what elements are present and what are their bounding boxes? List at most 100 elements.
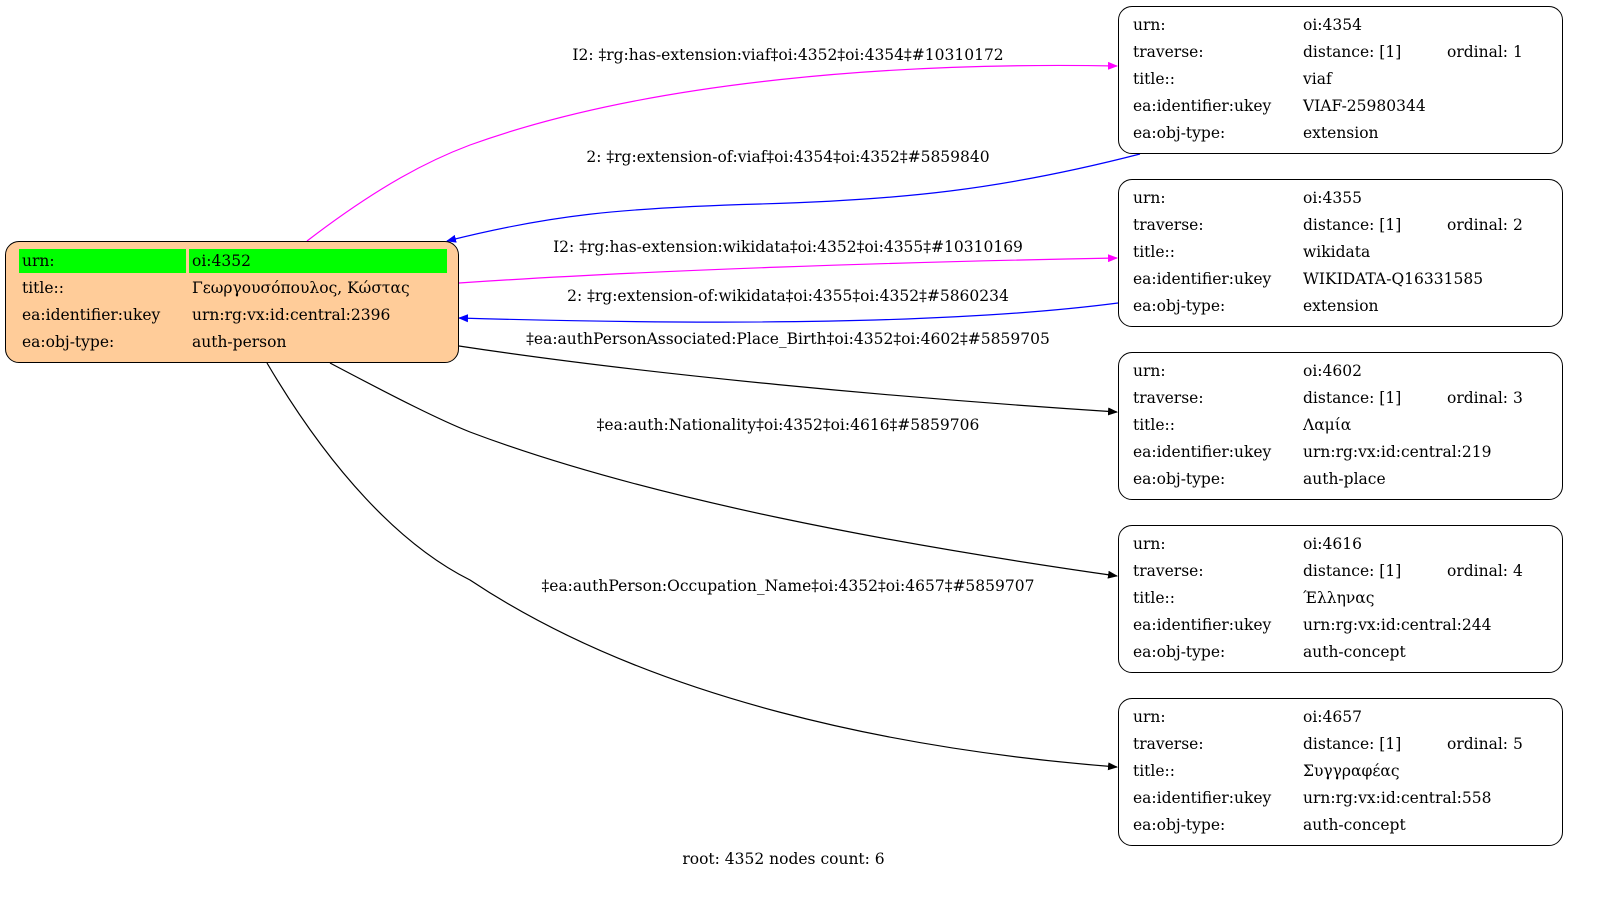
field-value: auth-place [1303,470,1386,488]
field-label: ea:obj-type: [1133,643,1226,661]
field-value: oi:4355 [1303,189,1362,207]
node-row-urn: urn:oi:4616 [1119,531,1562,558]
node-oi-4657[interactable]: urn: oi:4657 traverse: distance: [1] ordinal… [1118,698,1563,846]
field-value: auth-person [192,333,287,351]
node-oi-4354[interactable]: urn: oi:4354 traverse: distance: [1] ordinal… [1118,6,1563,154]
node-row-title: title::Συγγραφέας [1119,758,1562,785]
field-value: extension [1303,124,1379,142]
edge-label: ‡ea:authPersonAssociated:Place_Birth‡oi:… [526,330,1050,348]
field-label: urn: [1133,708,1166,726]
field-value: urn:rg:vx:id:central:2396 [192,306,391,324]
field-label: ea:identifier:ukey [1133,789,1272,807]
field-value: distance: [1] [1303,43,1402,61]
field-label: title:: [1133,70,1175,88]
node-row-urn: urn: oi:4602 [1119,358,1562,385]
field-value: urn:rg:vx:id:central:219 [1303,443,1492,461]
field-label: traverse: [1133,562,1204,580]
edge-label: 2: ‡rg:extension-of:viaf‡oi:4354‡oi:4352… [586,148,989,166]
field-label: traverse: [1133,216,1204,234]
field-label: title:: [22,279,64,297]
field-value: oi:4352 [189,249,447,273]
field-label: urn: [19,249,186,273]
node-row-title: title::wikidata [1119,239,1562,266]
field-value: distance: [1] [1303,562,1402,580]
root-row-type: ea:obj-type: auth-person [6,329,458,356]
node-row-urn: urn: oi:4354 [1119,12,1562,39]
field-value: oi:4354 [1303,16,1362,34]
field-value: Έλληνας [1303,589,1375,607]
edge-has-extension-viaf [306,61,1118,242]
node-row-type: ea:obj-type: auth-place [1119,466,1562,493]
node-row-type: ea:obj-type:extension [1119,293,1562,320]
node-oi-4616[interactable]: urn:oi:4616 traverse: distance: [1] ordinal… [1118,525,1563,673]
field-label: ea:identifier:ukey [1133,97,1272,115]
field-label: ea:identifier:ukey [1133,616,1272,634]
node-row-type: ea:obj-type:auth-concept [1119,812,1562,839]
node-row-ukey: ea:identifier:ukey urn:rg:vx:id:central:2… [1119,439,1562,466]
field-label: urn: [1133,189,1166,207]
node-row-type: ea:obj-type:extension [1119,120,1562,147]
node-oi-4355[interactable]: urn: oi:4355 traverse: distance: [1] ordinal… [1118,179,1563,327]
field-label: ea:identifier:ukey [1133,270,1272,288]
node-row-type: ea:obj-type: auth-concept [1119,639,1562,666]
field-label: ea:obj-type: [1133,297,1226,315]
field-label: title:: [1133,589,1175,607]
root-row-urn: urn:oi:4352 [6,248,458,275]
edge-label: 2: ‡rg:extension-of:wikidata‡oi:4355‡oi:… [567,287,1009,305]
field-label: title:: [1133,416,1175,434]
root-row-ukey: ea:identifier:ukey urn:rg:vx:id:central:2… [6,302,458,329]
node-row-title: title::viaf [1119,66,1562,93]
node-row-urn: urn: oi:4355 [1119,185,1562,212]
field-label: traverse: [1133,43,1204,61]
node-row-ukey: ea:identifier:ukey VIAF-25980344 [1119,93,1562,120]
node-oi-4602[interactable]: urn: oi:4602 traverse:distance: [1]ordinal… [1118,352,1563,500]
field-label: ea:obj-type: [1133,470,1226,488]
field-value: viaf [1303,70,1332,88]
edge-label: I2: ‡rg:has-extension:viaf‡oi:4352‡oi:43… [572,46,1003,64]
field-value: oi:4602 [1303,362,1362,380]
field-value: Λαμία [1303,416,1352,434]
node-row-title: title::Έλληνας [1119,585,1562,612]
field-label: urn: [1133,16,1166,34]
ordinal-value: ordinal: 1 [1447,43,1523,61]
field-value: VIAF-25980344 [1303,97,1426,115]
node-row-traverse: traverse:distance: [1]ordinal: 3 [1119,385,1562,412]
root-node[interactable]: urn:oi:4352 title::Γεωργουσόπουλος, Κώστ… [5,241,459,363]
field-label: urn: [1133,362,1166,380]
field-value: Συγγραφέας [1303,762,1400,780]
root-row-title: title::Γεωργουσόπουλος, Κώστας [6,275,458,302]
edge-label: ‡ea:auth:Nationality‡oi:4352‡oi:4616‡#58… [597,416,980,434]
node-row-traverse: traverse: distance: [1] ordinal: 5 [1119,731,1562,758]
edge-place-birth [458,345,1118,416]
node-row-traverse: traverse: distance: [1] ordinal: 2 [1119,212,1562,239]
field-value: auth-concept [1303,643,1406,661]
field-value: Γεωργουσόπουλος, Κώστας [192,279,410,297]
edge-has-extension-wikidata [458,254,1118,284]
field-value: oi:4616 [1303,535,1362,553]
field-label: title:: [1133,762,1175,780]
field-value: WIKIDATA-Q16331585 [1303,270,1484,288]
field-label: ea:identifier:ukey [22,306,161,324]
field-value: urn:rg:vx:id:central:558 [1303,789,1492,807]
field-value: wikidata [1303,243,1371,261]
node-row-traverse: traverse: distance: [1] ordinal: 1 [1119,39,1562,66]
field-value: auth-concept [1303,816,1406,834]
edge-extension-of-viaf [446,153,1141,243]
node-row-traverse: traverse: distance: [1] ordinal: 4 [1119,558,1562,585]
ordinal-value: ordinal: 4 [1447,562,1523,580]
ordinal-value: ordinal: 5 [1447,735,1523,753]
edge-occupation [266,362,1118,771]
field-value: distance: [1] [1303,216,1402,234]
field-value: oi:4657 [1303,708,1362,726]
field-label: traverse: [1133,389,1204,407]
node-row-ukey: ea:identifier:ukey urn:rg:vx:id:central:5… [1119,785,1562,812]
edge-extension-of-wikidata [458,302,1119,323]
field-label: traverse: [1133,735,1204,753]
field-label: ea:obj-type: [22,333,115,351]
ordinal-value: ordinal: 2 [1447,216,1523,234]
field-value: distance: [1] [1303,735,1402,753]
field-label: ea:identifier:ukey [1133,443,1272,461]
graph-footer: root: 4352 nodes count: 6 [682,850,885,868]
